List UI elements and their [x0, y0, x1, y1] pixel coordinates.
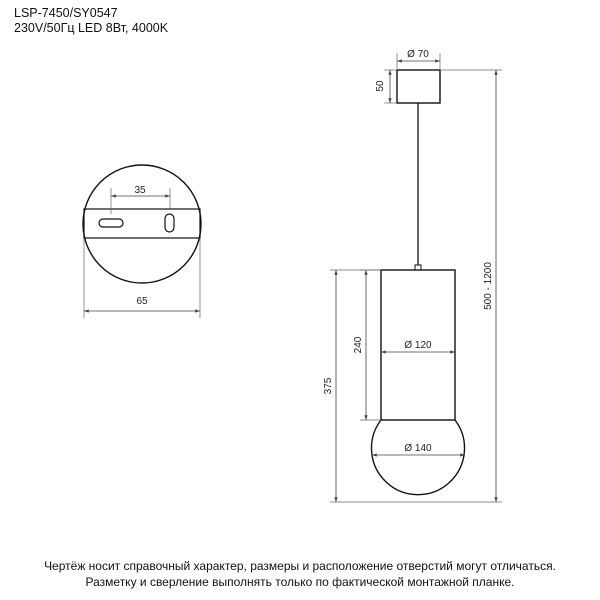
globe-diameter-label: Ø 140: [404, 443, 432, 454]
canopy: [396, 69, 441, 104]
right-slot: [164, 213, 175, 233]
pendant-side-view: Ø 70 50 Ø 120 Ø 140 240 375 500 - 1200: [323, 49, 502, 503]
mount-plate-view: 35 65: [82, 164, 202, 318]
plate-width-label: 65: [136, 296, 148, 307]
canopy-height-label: 50: [375, 80, 386, 92]
glass-globe: [370, 419, 466, 496]
mount-bracket: [83, 208, 201, 239]
disclaimer-line-2: Разметку и сверление выполнять только по…: [85, 575, 515, 589]
model-number: LSP-7450/SY0547: [14, 6, 118, 20]
slot-spacing-label: 35: [134, 185, 146, 196]
cylinder-height-label: 240: [353, 336, 364, 353]
electrical-spec: 230V/50Гц LED 8Вт, 4000K: [14, 21, 169, 35]
left-slot: [98, 218, 124, 228]
disclaimer-line-1: Чертёж носит справочный характер, размер…: [44, 559, 556, 573]
cylinder-shade: [380, 269, 456, 421]
cable-connector: [414, 264, 422, 271]
total-height-label: 500 - 1200: [483, 262, 494, 310]
cylinder-diameter-label: Ø 120: [404, 340, 432, 351]
mount-circle: [82, 164, 202, 284]
body-height-label: 375: [323, 377, 334, 394]
canopy-diameter-label: Ø 70: [407, 49, 429, 60]
